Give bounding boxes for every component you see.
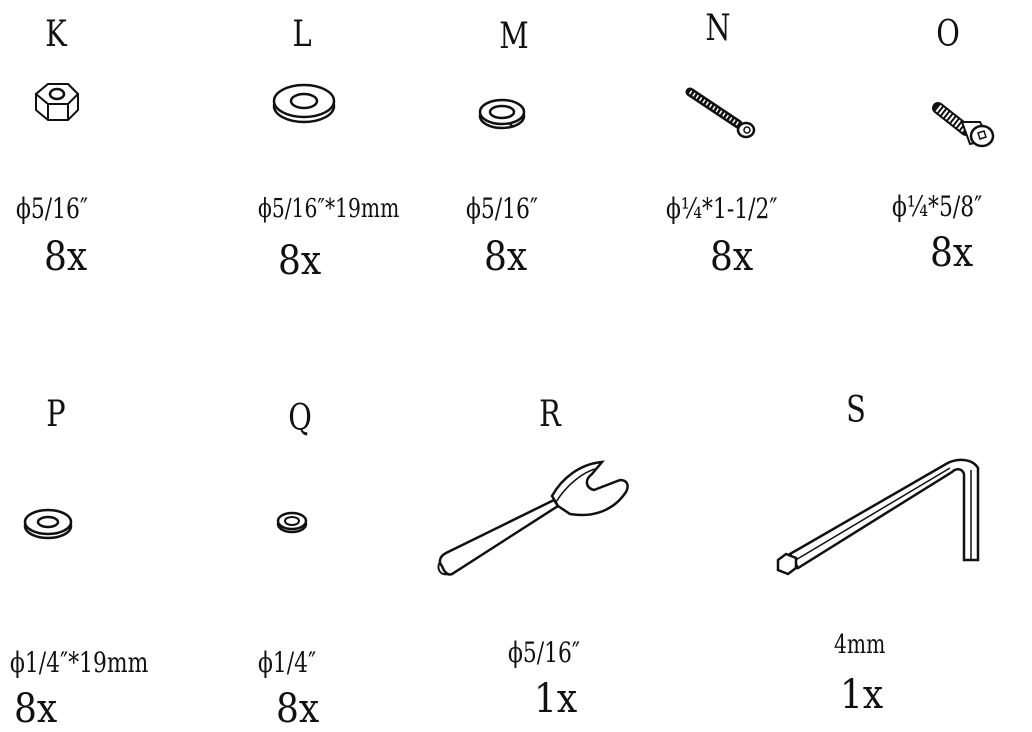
- part-spec: ϕ5/16″: [466, 192, 539, 225]
- part-spec: ϕ5/16″: [508, 636, 581, 669]
- part-letter: K: [45, 14, 67, 55]
- part-spec: ϕ1/4″: [258, 646, 317, 679]
- part-qty: 8x: [710, 234, 754, 280]
- part-letter: N: [705, 8, 731, 49]
- part-letter: Q: [288, 398, 312, 439]
- part-letter: R: [539, 394, 561, 435]
- part-qty: 8x: [930, 230, 974, 276]
- part-qty: 1x: [840, 672, 884, 718]
- flat-washer-small-icon: [23, 508, 73, 540]
- part-qty: 1x: [534, 676, 578, 722]
- part-spec: ϕ5/16″*19mm: [258, 194, 400, 224]
- countersunk-screw-icon: [932, 102, 995, 148]
- bolt-icon: [685, 87, 756, 139]
- part-qty: 8x: [276, 686, 320, 732]
- part-spec: ϕ1/4″*19mm: [10, 646, 149, 679]
- part-letter: L: [292, 14, 312, 55]
- part-letter: M: [499, 16, 529, 57]
- part-spec: ϕ¼*1-1/2″: [666, 192, 778, 225]
- part-qty: 8x: [484, 234, 528, 280]
- spring-washer-icon: [478, 98, 526, 130]
- part-spec: ϕ¼*5/8″: [892, 190, 983, 223]
- part-qty: 8x: [14, 686, 58, 732]
- part-letter: S: [846, 390, 866, 431]
- part-letter: O: [936, 14, 960, 55]
- part-qty: 8x: [44, 234, 88, 280]
- allen-key-icon: [776, 458, 980, 576]
- part-letter: P: [46, 394, 66, 435]
- wrench-icon: [437, 460, 629, 576]
- flat-washer-icon: [272, 83, 336, 124]
- hex-nut-icon: [34, 83, 80, 121]
- part-qty: 8x: [278, 238, 322, 284]
- part-spec: 4mm: [834, 630, 886, 660]
- part-spec: ϕ5/16″: [16, 192, 89, 225]
- spring-washer-small-icon: [276, 511, 308, 534]
